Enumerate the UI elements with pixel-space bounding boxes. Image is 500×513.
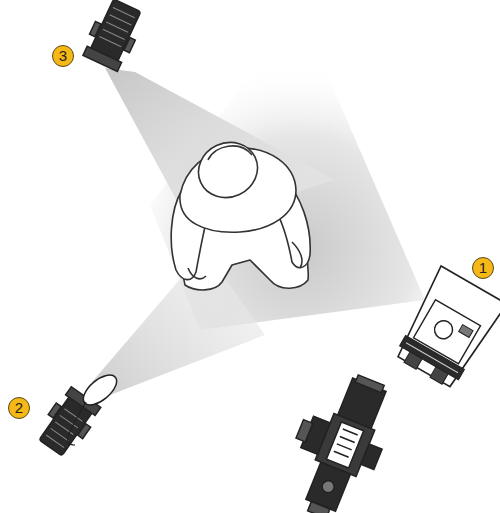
callout-number: 1 bbox=[472, 257, 494, 279]
key-softbox bbox=[390, 266, 500, 392]
back-light bbox=[80, 0, 147, 73]
callout-number: 2 bbox=[8, 397, 30, 419]
diffuser-cable bbox=[68, 402, 86, 445]
camera bbox=[272, 362, 404, 513]
callout-number: 3 bbox=[52, 45, 74, 67]
person-top-view bbox=[171, 133, 310, 290]
key-beam bbox=[150, 12, 425, 330]
